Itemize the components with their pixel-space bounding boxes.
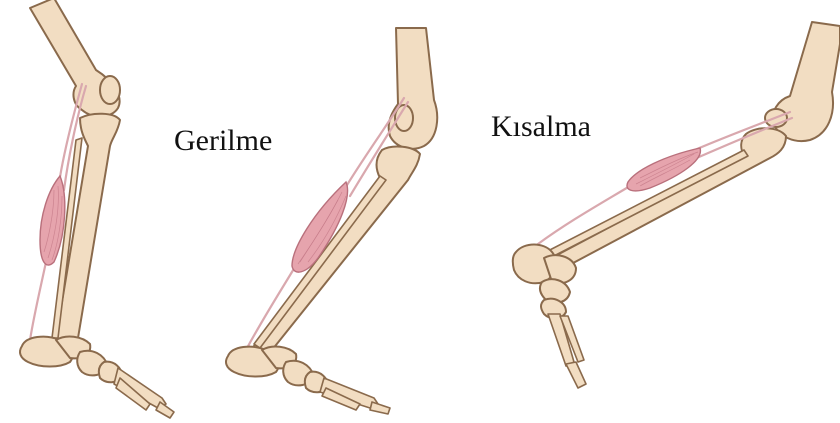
leg-straight [20,0,174,418]
toe-bones [566,362,586,388]
femur-bone [389,28,437,149]
contract-label: Kısalma [491,112,591,142]
fibula-bone [542,150,748,260]
tendon-lower [30,262,46,340]
patella-bone [100,76,120,104]
fibula-bone [254,176,386,348]
leg-bent-stretched [226,28,437,414]
leg-contracted [513,22,840,388]
stretch-label: Gerilme [174,126,272,156]
toe-bones [370,402,390,414]
